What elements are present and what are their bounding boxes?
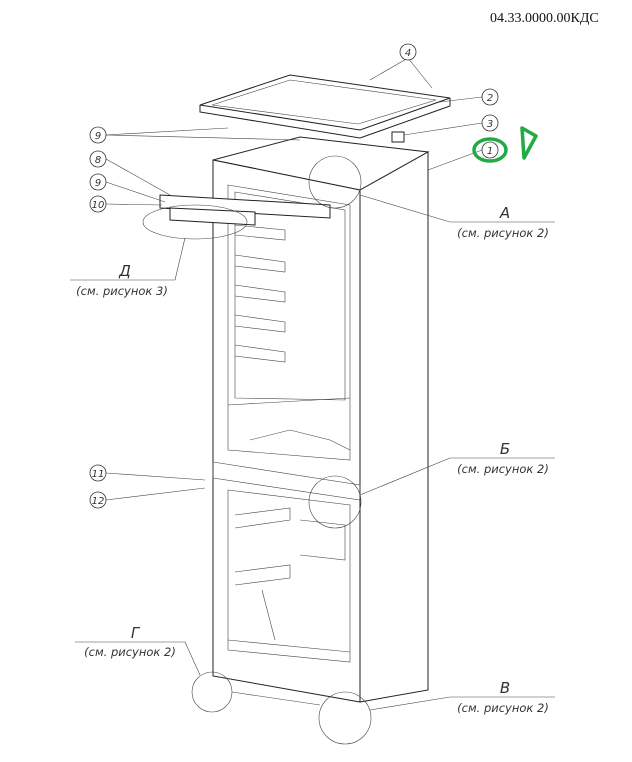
green-circle-annotation <box>472 137 508 163</box>
svg-text:1: 1 <box>487 146 493 157</box>
detail-circle-v <box>318 691 372 745</box>
view-ref-v: (см. рисунок 2) <box>457 701 549 715</box>
leader-lines <box>70 57 555 711</box>
balloon-1: 1 <box>481 141 499 159</box>
svg-text:9: 9 <box>95 131 101 142</box>
balloon-8: 8 <box>89 150 107 168</box>
detail-ellipse-d <box>142 204 248 240</box>
balloon-3: 3 <box>481 114 499 132</box>
balloon-4: 4 <box>399 43 417 61</box>
view-label-b: Б <box>500 440 510 458</box>
svg-text:4: 4 <box>405 48 411 59</box>
document-code: 04.33.0000.00КДС <box>490 11 599 26</box>
svg-text:10: 10 <box>92 200 105 211</box>
cabinet <box>159 136 430 703</box>
balloon-9: 9 <box>89 173 107 191</box>
view-ref-a: (см. рисунок 2) <box>457 226 549 240</box>
detail-circle-g <box>191 671 233 713</box>
hinge-part <box>391 131 405 143</box>
view-ref-g: (см. рисунок 2) <box>84 645 176 659</box>
svg-text:12: 12 <box>92 496 105 507</box>
view-label-v: В <box>500 679 510 697</box>
green-triangle-annotation <box>520 126 538 160</box>
top-cover <box>199 74 451 139</box>
svg-text:3: 3 <box>487 119 493 130</box>
balloon-10: 10 <box>89 195 107 213</box>
detail-circle-a <box>308 155 362 209</box>
view-label-g: Г <box>131 624 141 642</box>
balloon-11: 11 <box>89 464 107 482</box>
svg-text:9: 9 <box>95 178 101 189</box>
view-label-d: Д <box>118 262 131 280</box>
svg-text:8: 8 <box>95 155 101 166</box>
svg-text:2: 2 <box>487 93 493 104</box>
balloon-2: 2 <box>481 88 499 106</box>
svg-text:11: 11 <box>92 469 105 480</box>
view-label-a: А <box>499 204 510 222</box>
balloon-12: 12 <box>89 491 107 509</box>
view-ref-d: (см. рисунок 3) <box>76 284 168 298</box>
detail-circle-b <box>308 475 362 529</box>
view-ref-b: (см. рисунок 2) <box>457 462 549 476</box>
balloon-9-top: 9 <box>89 126 107 144</box>
